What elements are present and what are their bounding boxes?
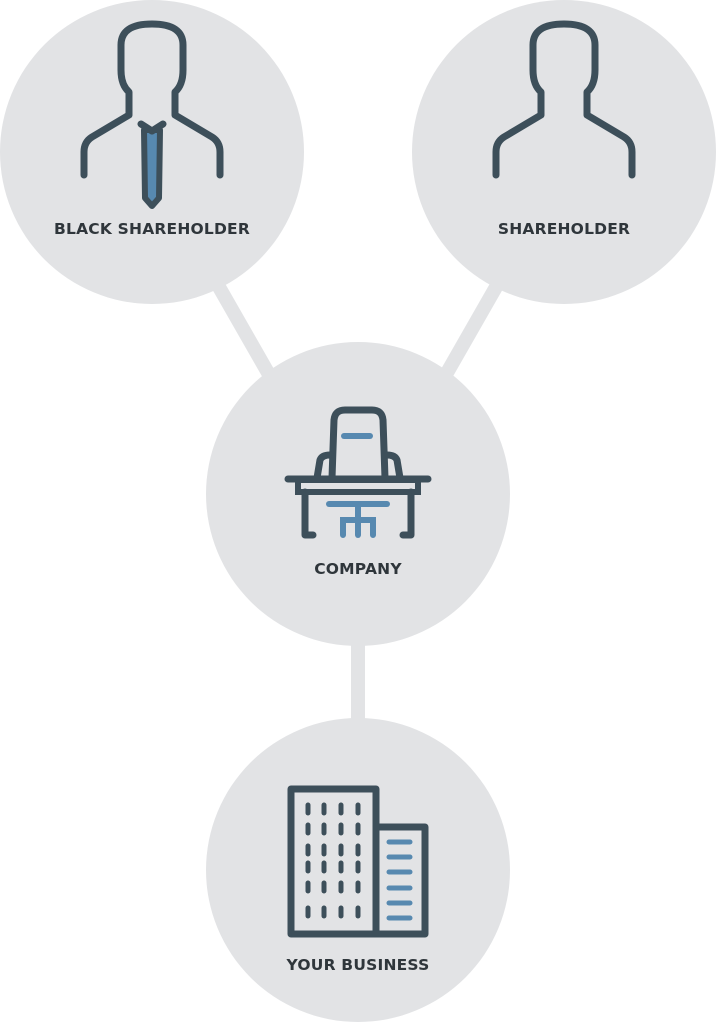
desk-chair-icon xyxy=(284,406,432,539)
connector-shareholder-company xyxy=(433,276,507,389)
person-with-tie-icon xyxy=(80,20,224,209)
connector-black-shareholder-company xyxy=(208,276,282,389)
connectors xyxy=(208,276,507,725)
your-business-label: YOUR BUSINESS xyxy=(286,956,430,974)
node-shareholder[interactable]: SHAREHOLDER xyxy=(412,0,716,304)
black-shareholder-label: BLACK SHAREHOLDER xyxy=(54,220,250,238)
company-label: COMPANY xyxy=(314,560,402,578)
shareholder-label: SHAREHOLDER xyxy=(498,220,630,238)
building-icon xyxy=(287,785,429,938)
node-your-business[interactable]: YOUR BUSINESS xyxy=(206,718,510,1022)
person-icon xyxy=(492,20,636,179)
node-black-shareholder[interactable]: BLACK SHAREHOLDER xyxy=(0,0,304,304)
node-company[interactable]: COMPANY xyxy=(206,342,510,646)
